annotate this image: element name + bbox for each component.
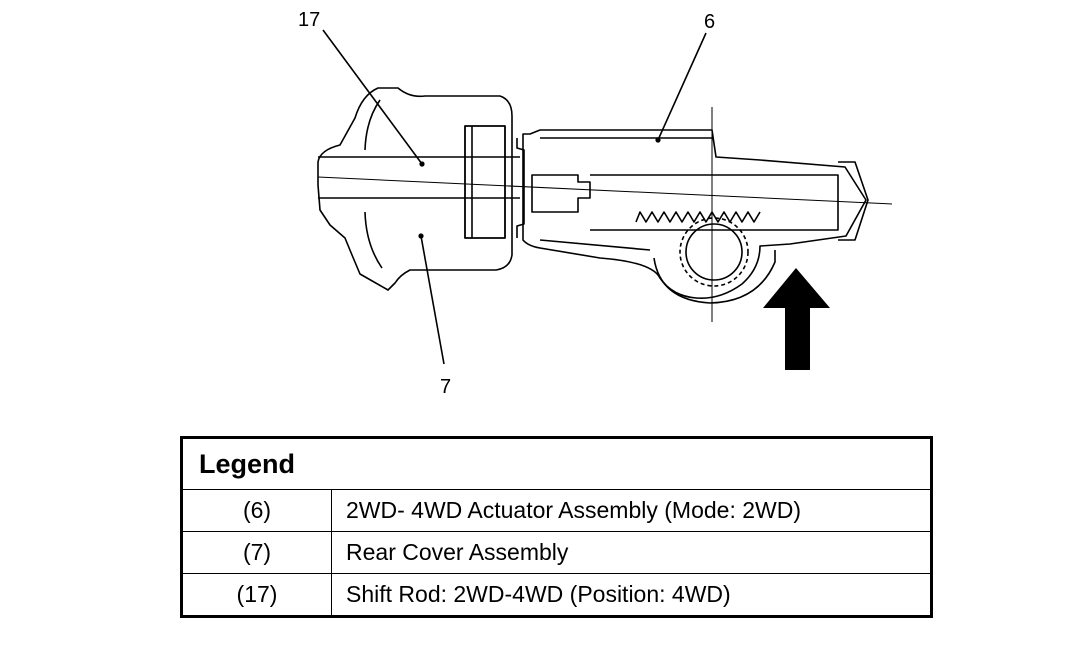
- horizontal-centerline: [317, 176, 893, 205]
- rear-cover-inner-edge: [364, 99, 383, 269]
- actuator-housing-outline: [522, 129, 867, 300]
- legend-title: Legend: [181, 437, 932, 490]
- legend-row: (6) 2WD- 4WD Actuator Assembly (Mode: 2W…: [181, 489, 932, 532]
- legend-ref: (7): [181, 531, 332, 574]
- actuator-diagram: 17 6 7: [298, 9, 893, 398]
- actuator-inner-line: [539, 137, 712, 251]
- direction-arrow: [763, 268, 830, 370]
- actuator-nose: [838, 161, 869, 241]
- callout-7: 7: [440, 376, 451, 398]
- actuator-nut: [531, 174, 591, 213]
- actuator-shaft: [590, 174, 839, 231]
- callout-6: 6: [704, 11, 715, 33]
- legend-row: (7) Rear Cover Assembly: [181, 531, 932, 574]
- leader-line-7: [420, 235, 445, 365]
- legend-description: Rear Cover Assembly: [331, 531, 932, 574]
- legend-ref: (6): [181, 489, 332, 532]
- collar: [464, 125, 506, 239]
- rack-teeth: [635, 211, 761, 223]
- legend-description: 2WD- 4WD Actuator Assembly (Mode: 2WD): [331, 489, 932, 532]
- leader-line-17: [322, 29, 423, 165]
- legend-row: (17) Shift Rod: 2WD-4WD (Position: 4WD): [181, 573, 932, 617]
- pinion-gear: [685, 223, 743, 281]
- legend-ref: (17): [181, 573, 332, 617]
- leader-line-6: [657, 32, 707, 141]
- actuator-bulge-outer: [653, 250, 776, 304]
- rear-cover-outline: [317, 87, 513, 291]
- callout-17: 17: [298, 9, 320, 31]
- legend-description: Shift Rod: 2WD-4WD (Position: 4WD): [331, 573, 932, 617]
- legend-header-row: Legend: [181, 437, 932, 490]
- legend-table: Legend (6) 2WD- 4WD Actuator Assembly (M…: [180, 436, 933, 618]
